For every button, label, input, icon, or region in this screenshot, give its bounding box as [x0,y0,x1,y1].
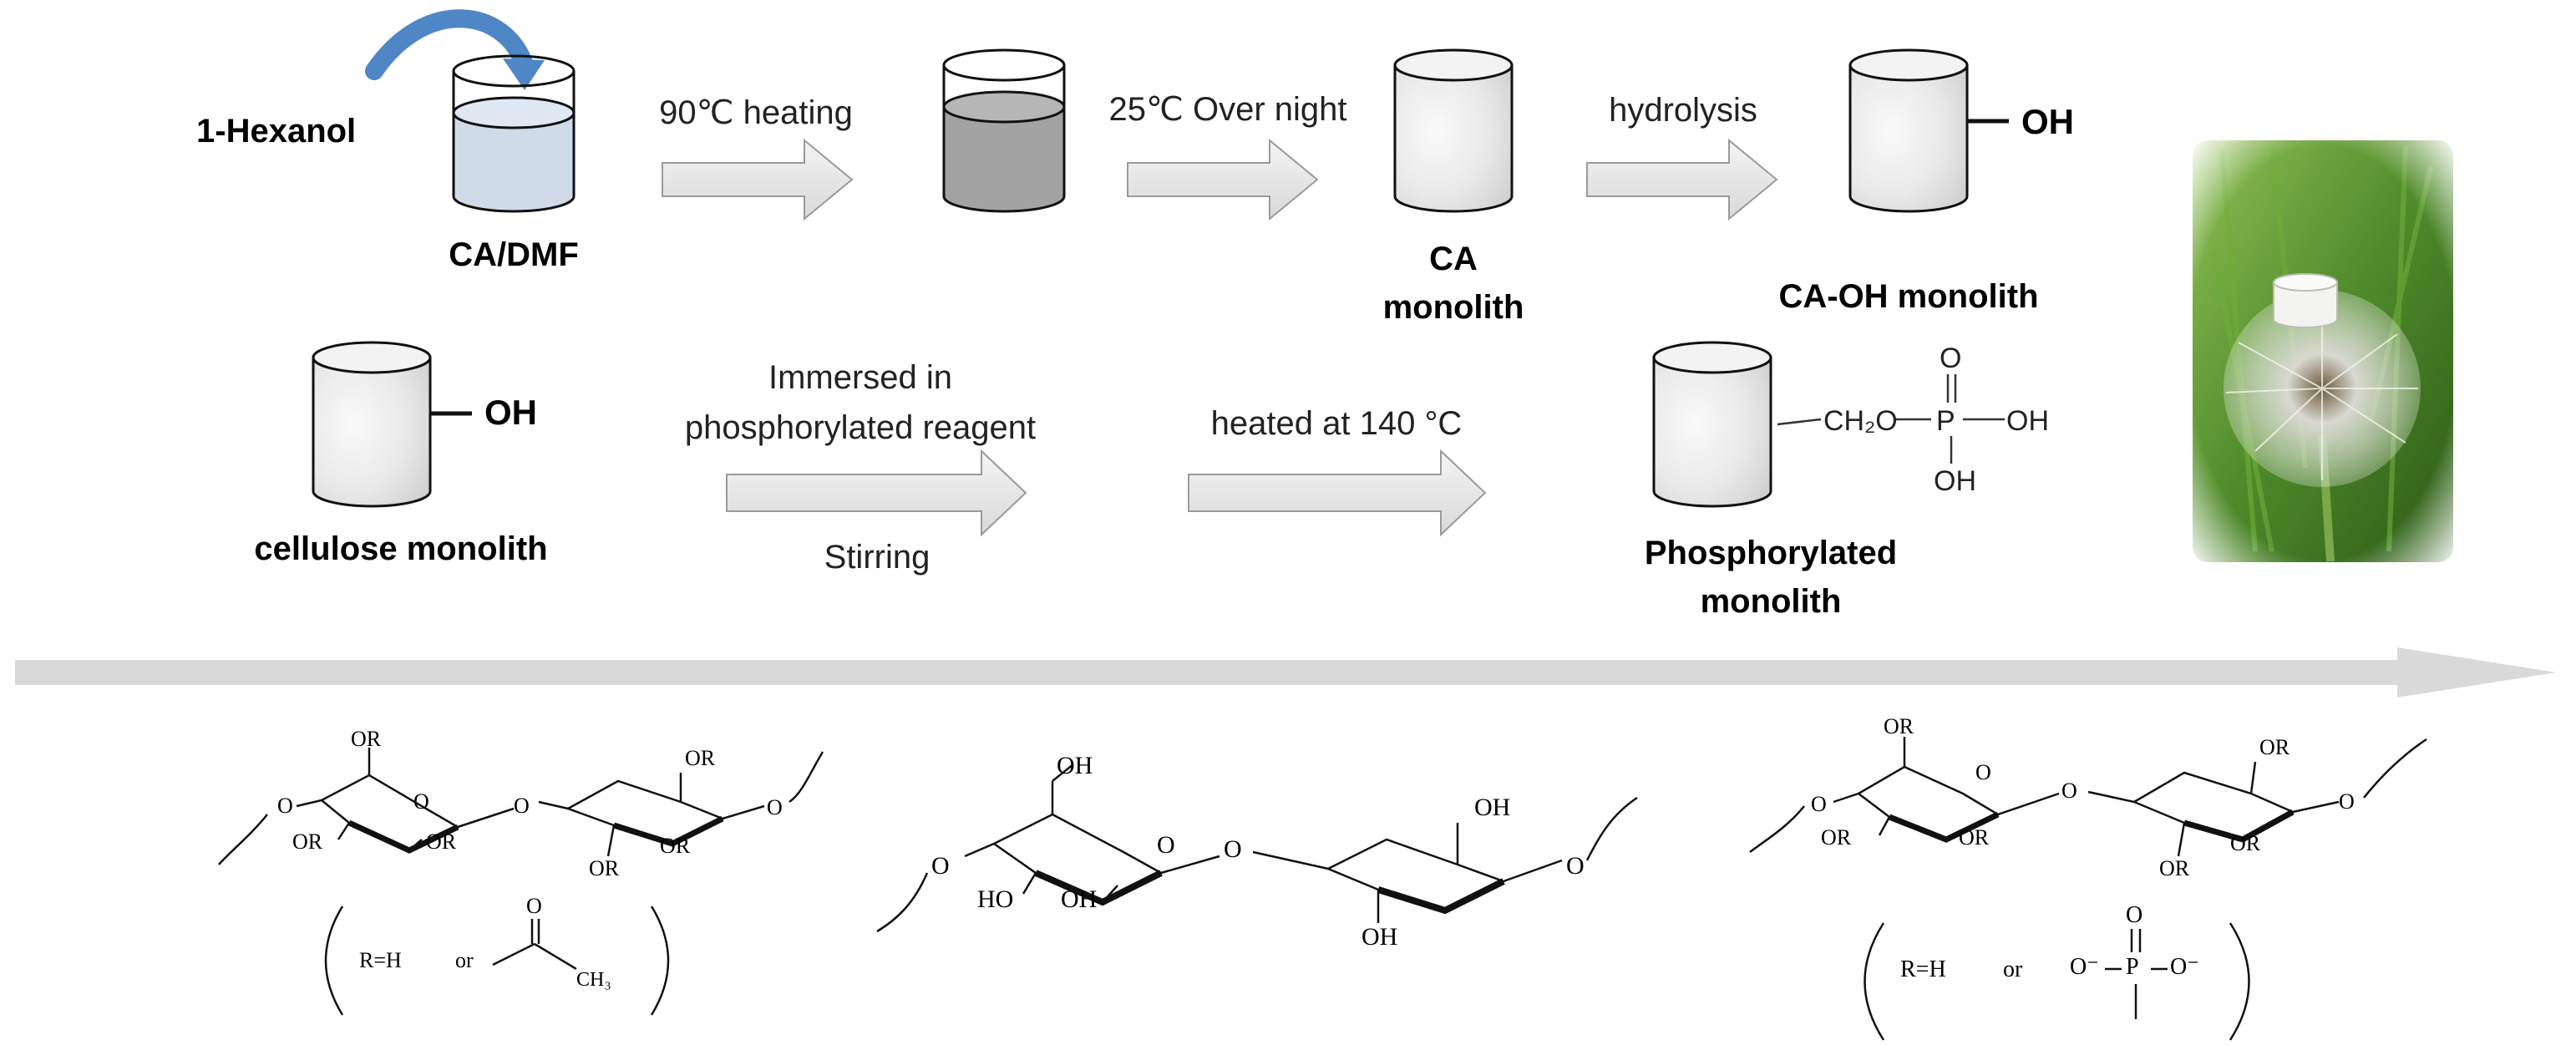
left-or-5: OR [589,856,620,880]
left-or-4: OR [426,829,457,854]
right-r-definition: R=H [1900,956,1946,982]
step3-label: hydrolysis [1609,92,1757,129]
right-or-word: or [2003,956,2023,982]
phos-o-top: O [1940,342,1962,374]
right-or-3: OR [1821,825,1852,850]
step4-line2: phosphorylated reagent [684,409,1037,446]
left-ring-o-4: O [767,795,783,819]
hexanol-label: 1-Hexanol [196,113,357,150]
right-or-4: OR [1959,825,1990,850]
left-or-2: OR [685,746,716,770]
step4-below-label: Stirring [824,539,931,576]
phosphate-p: P [2126,954,2139,980]
cellulose-oh-label: OH [484,393,537,432]
ca-oh-monolith-label: CA-OH monolith [1778,278,2039,315]
acetyl-definition-left [324,905,670,1016]
phosphorylated-monolith [1652,341,2005,508]
left-ring-o-3: O [277,794,293,818]
left-or-6: OR [660,834,691,858]
left-ring-o-2: O [514,794,530,818]
mid-oh-2: OH [1474,794,1511,821]
left-r-definition: R=H [359,948,402,972]
phos-oh-right: OH [2006,405,2049,437]
ca-monolith-label-1: CA [1429,241,1478,277]
phosphate-o-minus-left: O⁻ [2070,954,2099,980]
ca-oh-monolith [1848,48,2009,213]
ca-dmf-label: CA/DMF [449,236,579,273]
process-timeline-arrow [15,647,2556,698]
cellulose-monolith-label: cellulose monolith [254,530,548,567]
arrow-step2 [1127,138,1319,221]
ch2o-label: CH₂O [1823,405,1898,437]
step2-label: 25℃ Over night [1108,91,1347,128]
left-or-word: or [455,948,474,972]
structure-cellulose-acetate [218,748,824,865]
right-or-6: OR [2230,831,2261,855]
phosphate-o-minus-right: O⁻ [2170,954,2199,980]
mid-ring-o-1: O [1157,831,1175,859]
curved-arrow [365,9,545,90]
structure-phosphorylated [1749,737,2427,857]
right-ring-o-3: O [1811,792,1827,816]
phosphate-definition-right [1864,922,2250,1041]
right-ring-o-2: O [2061,779,2077,803]
mid-oh-1: OH [1057,752,1093,779]
structure-cellulose [876,763,1638,933]
mid-ring-o-4: O [1566,852,1585,880]
left-or-3: OR [292,829,323,854]
right-ring-o-1: O [1975,760,1991,784]
phos-monolith-label-1: Phosphorylated [1644,535,1898,571]
phosphorus-label: P [1936,405,1955,437]
arrow-step5 [1188,449,1487,537]
left-or-1: OR [351,727,382,751]
phos-oh-bottom: OH [1934,465,1976,497]
right-or-2: OR [2259,735,2290,759]
arrow-step3 [1586,138,1778,221]
arrow-step1 [662,138,854,221]
beaker-ca-dmf [452,54,576,213]
step4-line1: Immersed in [768,359,953,396]
phos-monolith-label-2: monolith [1700,583,1842,620]
ca-monolith [1393,48,1514,213]
phosphate-o-top: O [2126,902,2143,928]
mid-oh-4: OH [1362,923,1398,951]
cellulose-monolith [312,341,472,508]
beaker-gel [942,48,1066,213]
step5-label: heated at 140 °C [1210,405,1463,442]
ca-oh-group-label: OH [2021,102,2074,141]
mid-ring-o-3: O [931,852,950,880]
dandelion-photo [2176,125,2470,581]
mid-ho: HO [977,885,1014,913]
right-or-1: OR [1884,714,1914,738]
mid-ring-o-2: O [1224,835,1242,863]
mid-oh-3: OH [1061,885,1098,913]
right-ring-o-4: O [2339,789,2355,814]
ca-monolith-label-2: monolith [1382,289,1524,326]
acetyl-o: O [526,894,542,918]
acetyl-ch3: CH₃ [576,969,611,991]
step1-label: 90℃ heating [659,94,853,131]
right-or-5: OR [2159,856,2190,880]
left-ring-o-1: O [413,789,429,814]
arrow-step4 [726,449,1027,537]
